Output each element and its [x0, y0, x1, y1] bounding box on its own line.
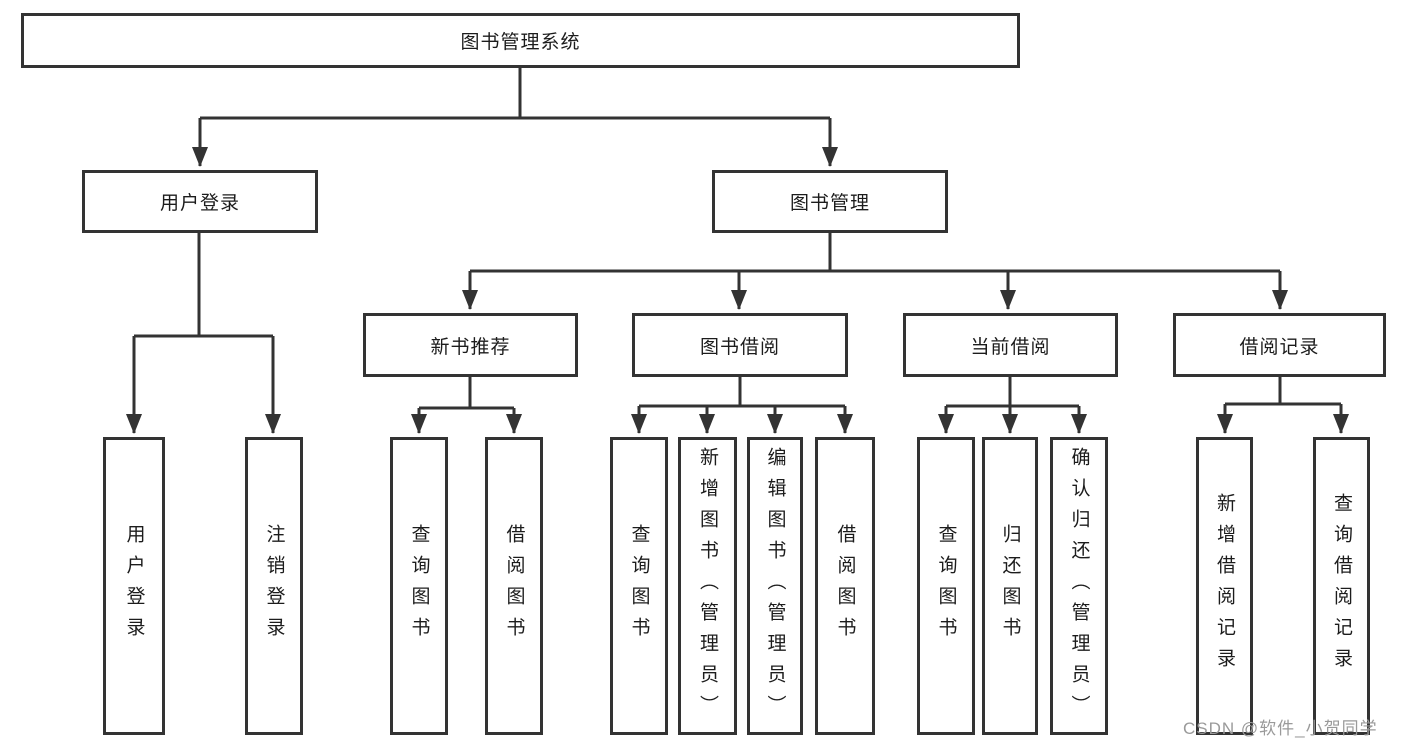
- node-root-system-label: 图书管理系统: [460, 32, 581, 53]
- node-branch-user-login: 用户登录: [82, 170, 318, 233]
- node-leaf-current-query-label: 查询图书: [935, 524, 957, 648]
- node-leaf-borrow-edit-admin: 编辑图书（管理员）: [747, 437, 803, 735]
- node-leaf-current-confirm-admin: 确认归还（管理员）: [1050, 437, 1108, 735]
- node-leaf-current-confirm-admin-label: 确认归还（管理员）: [1068, 446, 1090, 726]
- node-leaf-user-login-label: 用户登录: [123, 524, 145, 648]
- connector-root-to-branches: [192, 68, 838, 167]
- node-leaf-borrow-borrow: 借阅图书: [815, 437, 875, 735]
- node-group-book-borrow: 图书借阅: [632, 313, 848, 377]
- node-branch-book-mgmt: 图书管理: [712, 170, 948, 233]
- node-group-borrow-records-label: 借阅记录: [1239, 336, 1320, 358]
- node-branch-book-mgmt-label: 图书管理: [789, 193, 870, 214]
- connector-new-book-to-leaves: [411, 377, 522, 434]
- node-root-system: 图书管理系统: [21, 13, 1020, 68]
- node-leaf-borrow-query-label: 查询图书: [628, 524, 650, 648]
- node-group-current-borrow: 当前借阅: [903, 313, 1118, 377]
- node-group-current-borrow-label: 当前借阅: [970, 336, 1051, 358]
- node-leaf-records-query-label: 查询借阅记录: [1331, 493, 1352, 679]
- node-leaf-logout-label: 注销登录: [263, 524, 285, 648]
- connector-user-login-to-leaves: [126, 233, 281, 434]
- node-group-book-borrow-label: 图书借阅: [699, 336, 780, 358]
- node-leaf-newbook-borrow-label: 借阅图书: [503, 524, 525, 648]
- connector-borrow-to-leaves: [631, 377, 853, 434]
- node-leaf-borrow-borrow-label: 借阅图书: [834, 524, 856, 648]
- node-leaf-current-return-label: 归还图书: [999, 524, 1021, 648]
- connector-records-to-leaves: [1217, 377, 1349, 434]
- node-leaf-records-add-label: 新增借阅记录: [1214, 493, 1235, 679]
- node-leaf-newbook-query-label: 查询图书: [408, 524, 430, 648]
- node-leaf-borrow-query: 查询图书: [610, 437, 668, 735]
- connector-current-to-leaves: [938, 377, 1087, 434]
- node-leaf-current-query: 查询图书: [917, 437, 975, 735]
- node-leaf-borrow-add-admin-label: 新增图书（管理员）: [697, 446, 718, 726]
- node-group-new-book: 新书推荐: [363, 313, 578, 377]
- node-leaf-newbook-borrow: 借阅图书: [485, 437, 543, 735]
- node-leaf-records-query: 查询借阅记录: [1313, 437, 1370, 735]
- node-leaf-newbook-query: 查询图书: [390, 437, 448, 735]
- node-leaf-user-login: 用户登录: [103, 437, 165, 735]
- node-group-borrow-records: 借阅记录: [1173, 313, 1386, 377]
- node-group-new-book-label: 新书推荐: [430, 336, 511, 358]
- node-leaf-borrow-edit-admin-label: 编辑图书（管理员）: [764, 446, 786, 726]
- connector-book-mgmt-to-groups: [462, 233, 1288, 310]
- csdn-watermark: CSDN @软件_小贺同学: [1183, 719, 1378, 738]
- node-leaf-current-return: 归还图书: [982, 437, 1038, 735]
- node-leaf-borrow-add-admin: 新增图书（管理员）: [678, 437, 737, 735]
- node-leaf-records-add: 新增借阅记录: [1196, 437, 1253, 735]
- node-leaf-logout: 注销登录: [245, 437, 303, 735]
- node-branch-user-login-label: 用户登录: [159, 193, 240, 214]
